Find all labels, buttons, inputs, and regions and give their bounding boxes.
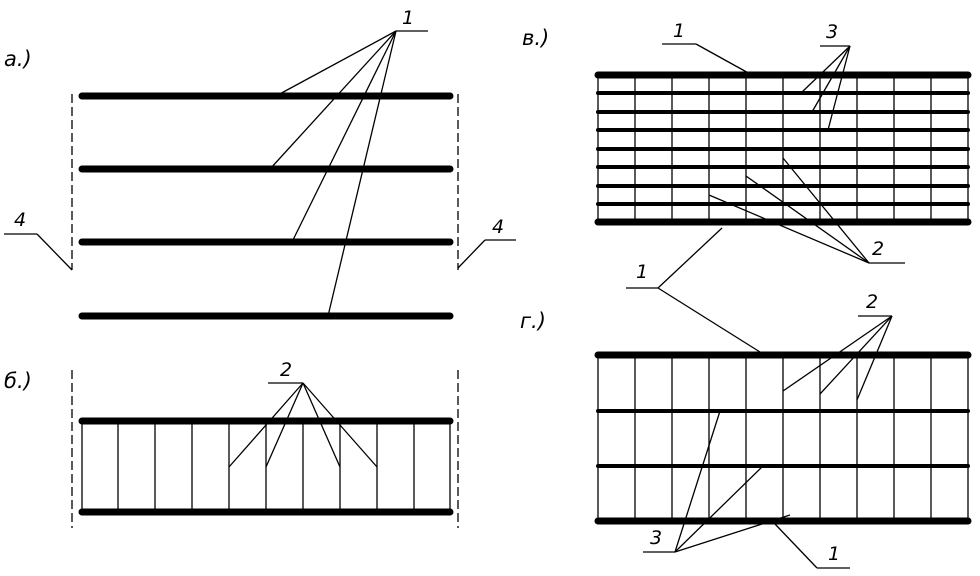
callout-2-g: 2 [782,291,893,401]
callout-3-v-label: 3 [826,21,838,43]
callout-2-g-label: 2 [866,291,878,313]
callout-1-mid-label: 1 [636,261,648,283]
panel-a: а.) 1 4 4 [4,7,516,320]
callout-3-g: 3 [643,410,791,553]
callout-1-bottom: 1 [774,523,850,569]
panel-v: в.) 1 [522,20,972,264]
callout-2-v: 2 [708,157,905,264]
verticals-g [597,355,969,521]
panel-b: б.) 2 [4,359,459,528]
panel-g: г.) 2 [520,291,972,569]
callout-2-b-label: 2 [280,359,292,381]
panel-v-label: в.) [522,26,549,50]
callout-3-v: 3 [800,21,851,131]
callout-4-left: 4 [4,209,73,271]
callout-1-bottom-label: 1 [828,543,840,565]
panel-b-label: б.) [4,369,32,393]
callout-1-top: 1 [269,7,428,317]
callout-4-right-label: 4 [492,216,504,238]
verticals-b [81,421,451,512]
callout-1-mid: 1 [626,227,761,353]
panel-a-label: а.) [4,47,32,71]
callout-3-g-label: 3 [650,527,662,549]
callout-2-v-label: 2 [872,238,884,260]
callout-4-left-label: 4 [14,209,26,231]
callout-2-b: 2 [228,359,378,468]
callout-1-top-label: 1 [402,7,414,29]
panel-g-label: г.) [520,309,546,333]
callout-1-v-label: 1 [673,20,685,42]
callout-4-right: 4 [457,216,516,269]
verticals-v [597,75,969,222]
callout-1-v: 1 [662,20,753,76]
